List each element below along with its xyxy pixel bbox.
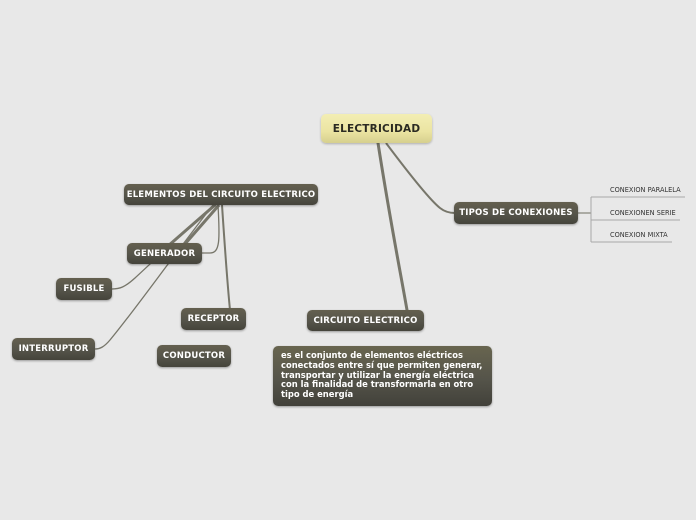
node-label: FUSIBLE <box>63 284 105 294</box>
note-text: es el conjunto de elementos eléctricos c… <box>281 350 483 400</box>
node-fusible[interactable]: FUSIBLE <box>56 278 112 300</box>
node-label: CONDUCTOR <box>162 351 226 361</box>
node-label: GENERADOR <box>133 248 196 259</box>
node-label: CIRCUITO ELECTRICO <box>313 315 418 326</box>
node-label: INTERRUPTOR <box>18 344 89 354</box>
node-circuito-electrico[interactable]: CIRCUITO ELECTRICO <box>307 310 424 331</box>
node-elementos-del-circuito[interactable]: ELEMENTOS DEL CIRCUITO ELECTRICO <box>124 184 318 205</box>
node-label: ELEMENTOS DEL CIRCUITO ELECTRICO <box>126 189 316 200</box>
node-receptor[interactable]: RECEPTOR <box>181 308 246 330</box>
root-node-label: ELECTRICIDAD <box>332 122 421 135</box>
node-interruptor[interactable]: INTERRUPTOR <box>12 338 95 360</box>
node-generador[interactable]: GENERADOR <box>127 243 202 264</box>
leaf-conexion-mixta[interactable]: CONEXION MIXTA <box>610 231 668 239</box>
leaf-conexion-paralela[interactable]: CONEXION PARALELA <box>610 186 681 194</box>
node-conductor[interactable]: CONDUCTOR <box>157 345 231 367</box>
node-label: TIPOS DE CONEXIONES <box>459 208 573 218</box>
node-label: RECEPTOR <box>187 314 240 324</box>
node-tipos-de-conexiones[interactable]: TIPOS DE CONEXIONES <box>454 202 578 224</box>
leaf-conexion-serie[interactable]: CONEXIONEN SERIE <box>610 209 676 217</box>
note-circuito-definition[interactable]: es el conjunto de elementos eléctricos c… <box>273 346 492 406</box>
root-node-electricidad[interactable]: ELECTRICIDAD <box>321 114 432 143</box>
